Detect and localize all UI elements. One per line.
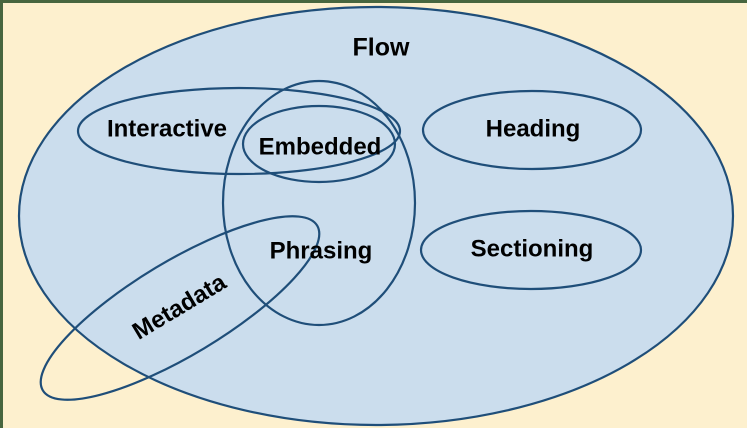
set-ellipse-embedded[interactable] [241,104,397,184]
set-label-heading: Heading [486,115,581,142]
set-ellipse-interactive[interactable] [76,86,402,176]
set-label-sectioning: Sectioning [471,235,594,262]
venn-diagram: Flow Interactive Embedded Heading Phrasi… [17,5,735,428]
set-label-embedded: Embedded [259,133,382,160]
set-label-flow: Flow [353,34,410,62]
set-ellipse-phrasing[interactable] [221,79,417,327]
set-label-phrasing: Phrasing [270,237,373,264]
set-label-interactive: Interactive [107,115,227,142]
set-ellipse-heading[interactable] [421,89,643,171]
set-ellipse-metadata[interactable] [19,185,342,428]
set-ellipse-sectioning[interactable] [419,209,643,291]
set-ellipse-flow[interactable] [17,5,735,427]
